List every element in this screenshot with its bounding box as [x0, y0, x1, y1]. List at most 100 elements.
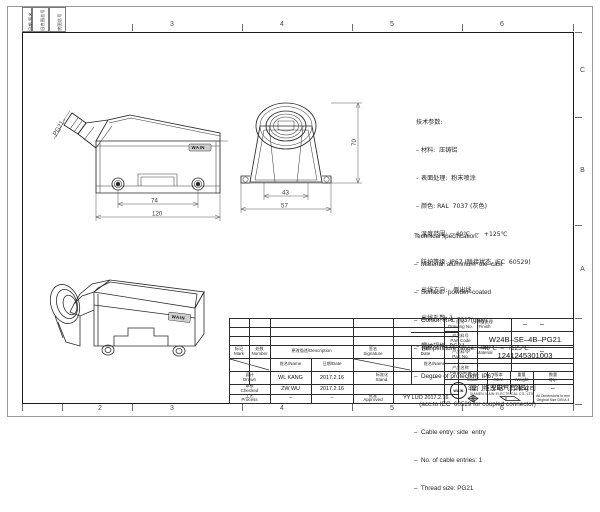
- front-view: 70 43 57: [236, 96, 386, 226]
- revtable-row: [229, 327, 458, 336]
- first-angle-projection-icon: [487, 394, 533, 404]
- revtable-header-description: 更改描述/Description: [291, 348, 332, 354]
- spec-chinese-line-1: – 表面处理: 粉末喷涂: [416, 174, 476, 182]
- signoff-role-drawn: 设计 Drawn: [242, 371, 256, 382]
- signoff-name-process: –: [289, 395, 292, 402]
- revtable-header-mark: 标记 Mark: [234, 345, 244, 356]
- company-logo-icon: WAIN: [450, 382, 467, 399]
- projection-symbol-icon: [458, 394, 487, 404]
- sheet-outer-border: [7, 6, 593, 417]
- spec-english-line-8: – Thread size: PG21: [414, 484, 474, 492]
- signoff-diagonal-cell-right: [353, 358, 411, 371]
- scale-value: 3:2: [468, 385, 477, 393]
- company-name-en: XIAMEN VIAIN ELECTRICAL CO.,LTD: [470, 392, 534, 397]
- signoff-diagonal-cell: [229, 358, 270, 371]
- spec-english-line-7: – No. of cable entries: 1: [414, 456, 483, 464]
- front-view-dim-57: 57: [281, 203, 288, 210]
- stamp-box-3: 底图总号: [49, 7, 66, 32]
- zone-label-top-3: 3: [170, 21, 174, 28]
- spec-chinese-line-0: – 材料: 压铸铝: [416, 146, 458, 154]
- zone-label-top-5: 5: [390, 21, 394, 28]
- signoff-date-drawn: 2017.2.16: [320, 374, 344, 381]
- spec-english-line-5: (acc.to IEC 60529 for coupled connector): [414, 400, 536, 408]
- stamp-label-2: 旧底图总号: [40, 9, 45, 31]
- spec-chinese-line-2: – 颜色: RAL 7037 (灰色): [416, 202, 487, 210]
- spec-english-line-3: – Temperature range: –40℃ – +125℃: [414, 344, 529, 352]
- signoff-role-stand: 标准化 Stand.: [375, 371, 389, 382]
- side-view: WAIN PG21 74 120: [34, 96, 234, 226]
- spec-english-line-1: – Surface: powder–coated: [414, 288, 492, 296]
- part-identification-block: 图号 Drawing No. – 产品料号 Part Code W24B–SE–…: [444, 318, 574, 404]
- signoff-header-date-left: 日期/Date: [322, 361, 342, 367]
- part-name-value: –: [523, 367, 527, 375]
- signoff-date-approved: 2017.2.16: [424, 395, 449, 402]
- signoff-header-name-left: 姓名/Name: [279, 361, 302, 367]
- zone-label-bottom-5: 5: [390, 405, 394, 412]
- stamp-box-2: 旧底图总号: [32, 7, 49, 32]
- signoff-date-checked: 2017.2.16: [320, 385, 344, 392]
- company-logo-text: WAIN: [453, 388, 464, 393]
- zone-label-bottom-2: 2: [98, 405, 102, 412]
- company-name-cn: 厦门维恩电气有限公司: [470, 383, 536, 392]
- isometric-view: WAIN: [32, 250, 232, 358]
- spec-english-line-6: – Cable entry: side entry: [414, 428, 486, 436]
- zone-label-top-6: 6: [500, 21, 504, 28]
- spec-chinese-line-4: – 防护等级: IP67 (联接状态, IEC 60529): [416, 258, 531, 266]
- side-view-dim-120: 120: [152, 211, 163, 218]
- drawing-sheet: 2 3 4 5 6 2 3 4 5 6 C B A 日期 签名 旧底图: [7, 6, 593, 492]
- signoff-name-stand: –: [432, 374, 437, 381]
- finish-value: –: [540, 321, 544, 328]
- spec-chinese-title: 技术参数:: [416, 118, 443, 126]
- stamp-box-1: 日期 签名: [22, 7, 33, 32]
- zone-label-bottom-6: 6: [500, 405, 504, 412]
- revtable-header-number: 处数 Number: [251, 345, 268, 356]
- spec-english-line-2: – Colour: RAL 7037(grey): [414, 316, 488, 324]
- front-view-dim-70: 70: [351, 139, 358, 146]
- signoff-role-process: 工艺 Process: [241, 393, 258, 403]
- spec-chinese-line-3: – 温度范围: －40℃ － +125℃: [416, 230, 508, 238]
- material-value: –: [540, 347, 544, 355]
- signoff-name-drawn: WL KANG: [278, 374, 303, 381]
- signoff-date-process: –: [330, 395, 334, 402]
- part-code-label: 产品料号 Part Code: [450, 333, 471, 343]
- side-view-thread-label: PG21: [52, 119, 66, 137]
- spec-english-line-4: – Degree of protection: IP67: [414, 372, 495, 380]
- spec-english-line-0: – Material: aluminium die–cast: [414, 260, 503, 268]
- drawing-no-value: –: [523, 321, 527, 328]
- zone-label-bottom-3: 3: [170, 405, 174, 412]
- part-no-label: 产品料号 Part No.: [452, 349, 469, 359]
- side-view-brand-text: WAIN: [192, 145, 205, 150]
- units-note: All Dimensions in mm Original Size DIN A…: [536, 393, 570, 403]
- spec-chinese-line-7: – 螺纹规格: PG21: [416, 342, 466, 350]
- signoff-header-name-right: 姓名/Name: [423, 361, 446, 367]
- weight-value: 215g: [514, 385, 529, 393]
- revtable-header-date: 日期 Date: [420, 345, 431, 356]
- spec-chinese-line-5: – 出线方向: 侧出线: [416, 286, 472, 294]
- part-code-value: W24B–SE–4B–PG21: [488, 334, 562, 344]
- signoff-role-checked: 审核 Checked: [240, 384, 259, 393]
- material-label: 材料 Material: [476, 345, 493, 355]
- zone-label-bottom-4: 4: [280, 405, 284, 412]
- signoff-name-approved: YY LUO: [403, 395, 423, 402]
- side-view-dim-74: 74: [151, 198, 158, 205]
- zone-label-right-c: C: [579, 67, 586, 74]
- stamp-label-3: 底图总号: [57, 13, 62, 31]
- spec-english-title: Technical specification:: [414, 232, 479, 240]
- finish-label: 表面处理 Finish: [476, 318, 493, 329]
- zone-label-right-b: B: [580, 167, 585, 174]
- front-view-dim-43: 43: [282, 190, 289, 197]
- signoff-name-checked: ZW WU: [281, 385, 300, 392]
- drawing-no-label: 图号 Drawing No.: [448, 318, 473, 329]
- signoff-role-blank: [353, 384, 393, 394]
- rev-value: V1.0: [491, 385, 506, 393]
- signoff-role-approved: 批准 Approved: [363, 393, 383, 403]
- revtable-row: [229, 318, 458, 327]
- zone-label-top-4: 4: [280, 21, 284, 28]
- company-logo-band: WAIN 厦门维恩电气有限公司 XIAMEN VIAIN ELECTRICAL …: [450, 382, 536, 399]
- qty-value: –: [551, 385, 555, 393]
- revtable-header-signature: 签名 Signature: [363, 345, 383, 356]
- iso-view-brand-text: WAIN: [171, 314, 185, 321]
- part-name-label: 产品名称 Part Name: [449, 365, 472, 375]
- revtable-row: [229, 336, 458, 345]
- zone-label-right-a: A: [580, 266, 585, 273]
